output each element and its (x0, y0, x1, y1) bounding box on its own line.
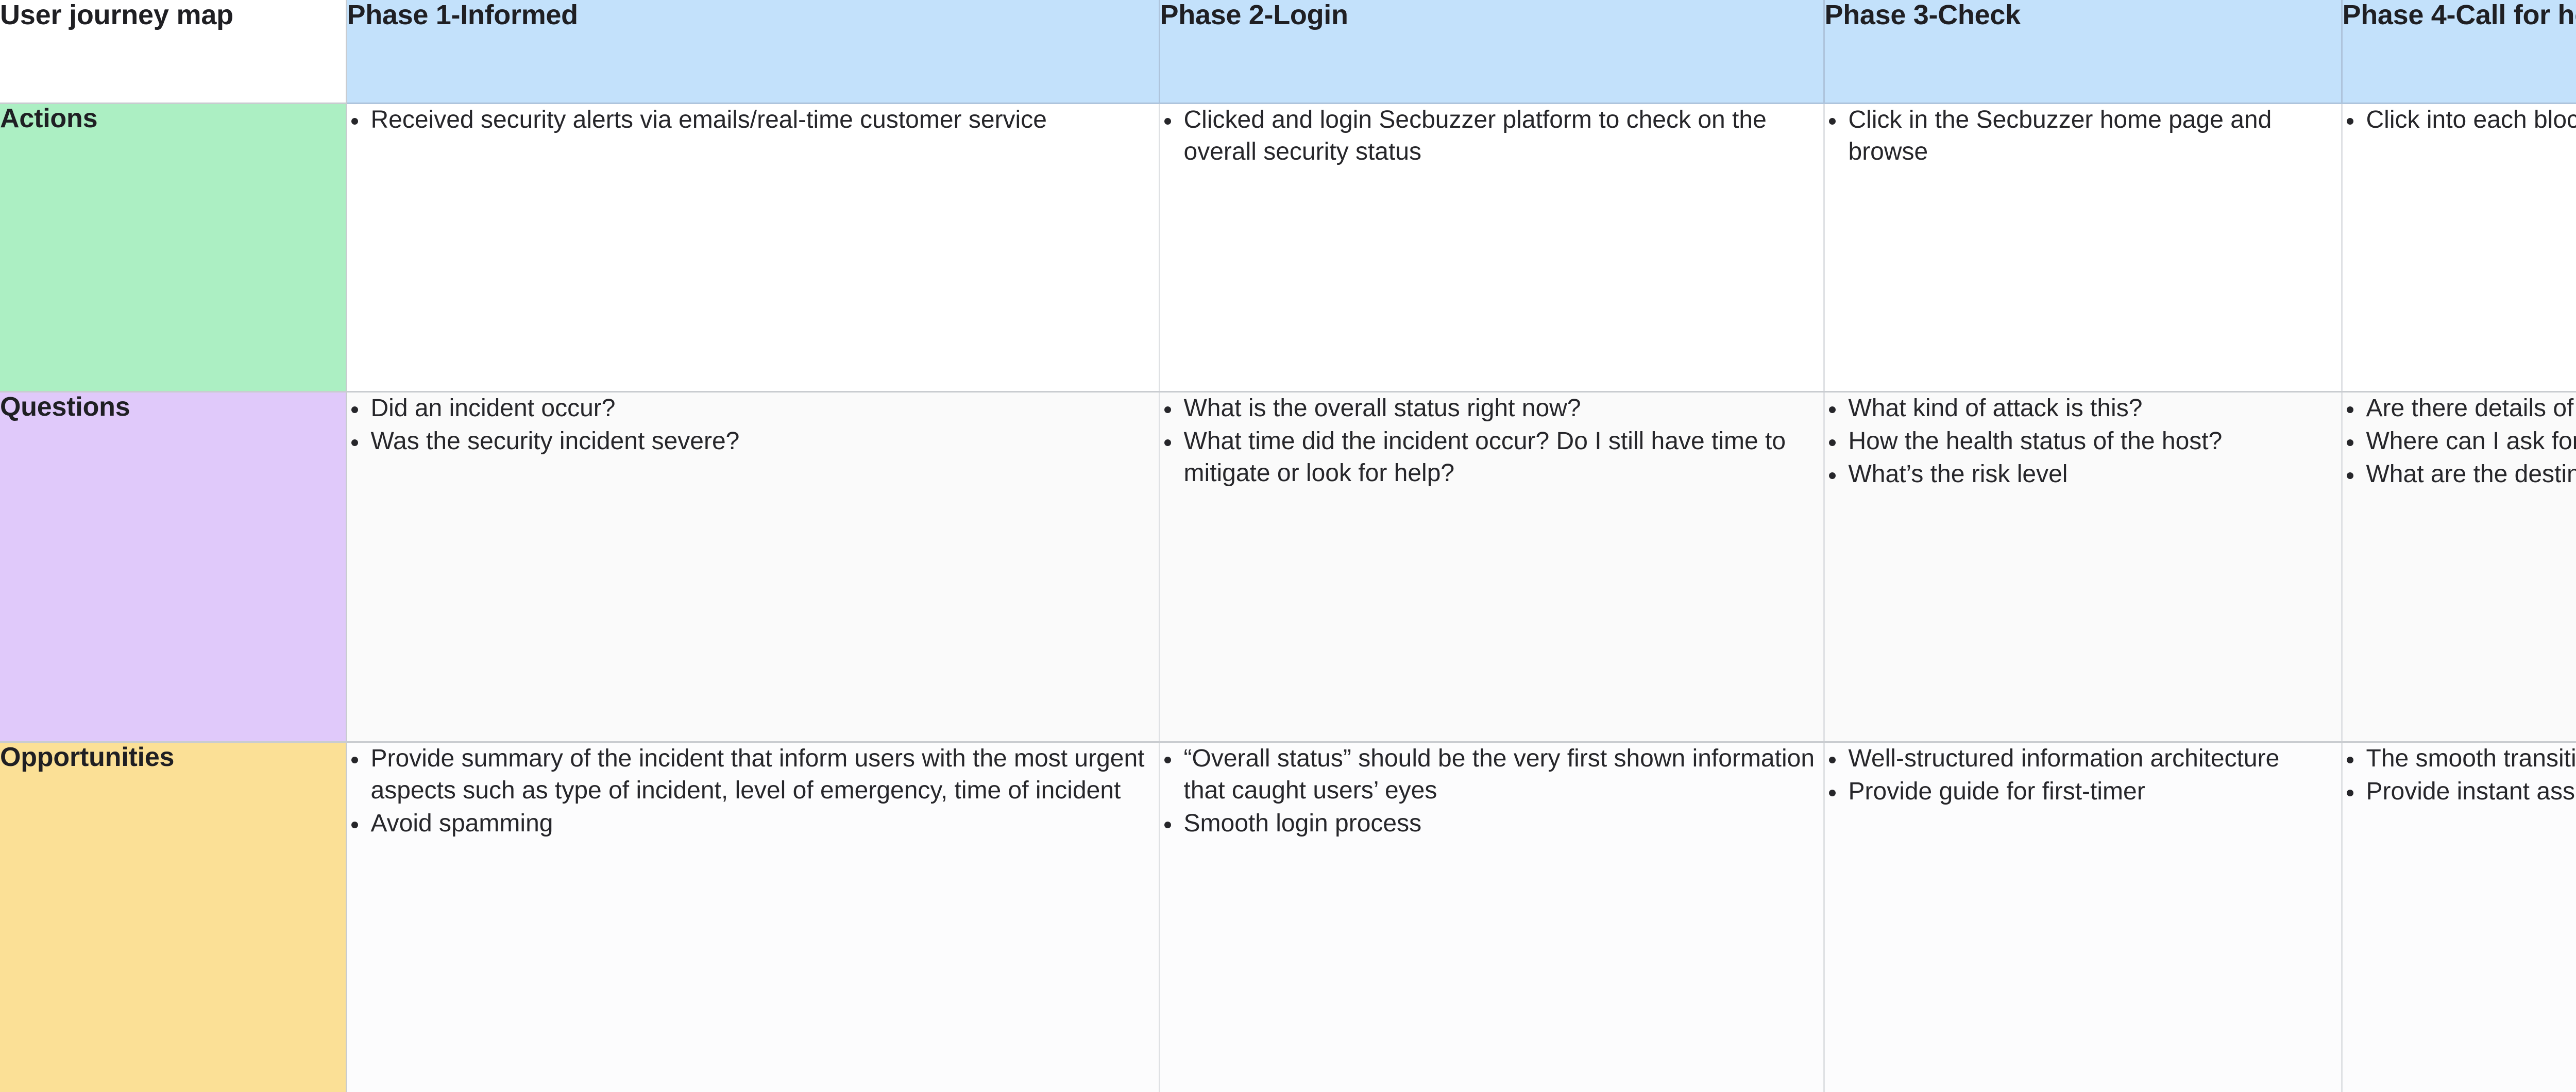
cell-questions-phase4: Are there details of the incident ticket… (2342, 391, 2576, 743)
bullet-list: Provide summary of the incident that inf… (347, 743, 1159, 840)
cell-opportunities-phase3: Well-structured information architecture… (1824, 742, 2343, 1092)
list-item: Well-structured information architecture (1825, 743, 2341, 775)
phase-header-2: Phase 2-Login (1159, 0, 1825, 104)
list-item: Smooth login process (1160, 808, 1823, 840)
bullet-list: Did an incident occur? Was the security … (347, 393, 1159, 458)
bullet-list: What kind of attack is this? How the hea… (1825, 393, 2341, 491)
bullet-list: The smooth transition of each page Provi… (2343, 743, 2576, 808)
cell-opportunities-phase4: The smooth transition of each page Provi… (2342, 742, 2576, 1092)
row-label-opportunities: Opportunities (0, 742, 347, 1092)
phase-header-4: Phase 4-Call for help (2342, 0, 2576, 104)
table-row-actions: Actions Received security alerts via ema… (0, 103, 2576, 393)
table-row-opportunities: Opportunities Provide summary of the inc… (0, 742, 2576, 1092)
bullet-list: “Overall status” should be the very firs… (1160, 743, 1823, 840)
cell-questions-phase1: Did an incident occur? Was the security … (346, 391, 1160, 743)
bullet-list: Click in the Secbuzzer home page and bro… (1825, 104, 2341, 168)
list-item: What time did the incident occur? Do I s… (1160, 425, 1823, 490)
cell-questions-phase3: What kind of attack is this? How the hea… (1824, 391, 2343, 743)
phase-header-1-label: Phase 1-Informed (347, 0, 579, 30)
cell-actions-phase1: Received security alerts via emails/real… (346, 103, 1160, 393)
cell-opportunities-phase1: Provide summary of the incident that inf… (346, 742, 1160, 1092)
list-item: What kind of attack is this? (1825, 393, 2341, 424)
list-item: Clicked and login Secbuzzer platform to … (1160, 104, 1823, 168)
phase-header-3: Phase 3-Check (1824, 0, 2343, 104)
list-item: The smooth transition of each page (2343, 743, 2576, 775)
phase-header-1: Phase 1-Informed (346, 0, 1160, 104)
list-item: What is the overall status right now? (1160, 393, 1823, 424)
list-item: Did an incident occur? (347, 393, 1159, 424)
row-label-questions-text: Questions (0, 391, 130, 422)
row-label-opportunities-text: Opportunities (0, 742, 175, 772)
list-item: “Overall status” should be the very firs… (1160, 743, 1823, 807)
table-row-questions: Questions Did an incident occur? Was the… (0, 391, 2576, 743)
row-label-actions-text: Actions (0, 103, 98, 133)
bullet-list: Well-structured information architecture… (1825, 743, 2341, 808)
list-item: What’s the risk level (1825, 458, 2341, 490)
bullet-list: What is the overall status right now? Wh… (1160, 393, 1823, 490)
list-item: What are the destination IPs? (2343, 458, 2576, 490)
list-item: Provide instant assistance feature on th… (2343, 776, 2576, 808)
list-item: Where can I ask for help? (2343, 425, 2576, 457)
list-item: Click into each block on the dashboard t… (2343, 104, 2576, 136)
bullet-list: Are there details of the incident ticket… (2343, 393, 2576, 491)
page-title: User journey map (0, 0, 233, 30)
table-header-row: User journey map Phase 1-Informed Phase … (0, 0, 2576, 104)
list-item: Received security alerts via emails/real… (347, 104, 1159, 136)
row-label-actions: Actions (0, 103, 347, 393)
list-item: Are there details of the incident ticket… (2343, 393, 2576, 424)
bullet-list: Received security alerts via emails/real… (347, 104, 1159, 136)
cell-opportunities-phase2: “Overall status” should be the very firs… (1159, 742, 1825, 1092)
phase-header-3-label: Phase 3-Check (1824, 0, 2021, 30)
bullet-list: Clicked and login Secbuzzer platform to … (1160, 104, 1823, 168)
row-label-questions: Questions (0, 391, 347, 743)
list-item: Was the security incident severe? (347, 425, 1159, 457)
cell-actions-phase4: Click into each block on the dashboard t… (2342, 103, 2576, 393)
list-item: Avoid spamming (347, 808, 1159, 840)
list-item: Provide guide for first-timer (1825, 776, 2341, 808)
phase-header-2-label: Phase 2-Login (1160, 0, 1348, 30)
bullet-list: Click into each block on the dashboard t… (2343, 104, 2576, 136)
cell-actions-phase3: Click in the Secbuzzer home page and bro… (1824, 103, 2343, 393)
phase-header-4-label: Phase 4-Call for help (2342, 0, 2576, 30)
cell-questions-phase2: What is the overall status right now? Wh… (1159, 391, 1825, 743)
list-item: Click in the Secbuzzer home page and bro… (1825, 104, 2341, 168)
cell-actions-phase2: Clicked and login Secbuzzer platform to … (1159, 103, 1825, 393)
list-item: How the health status of the host? (1825, 425, 2341, 457)
list-item: Provide summary of the incident that inf… (347, 743, 1159, 807)
corner-header-cell: User journey map (0, 0, 347, 104)
